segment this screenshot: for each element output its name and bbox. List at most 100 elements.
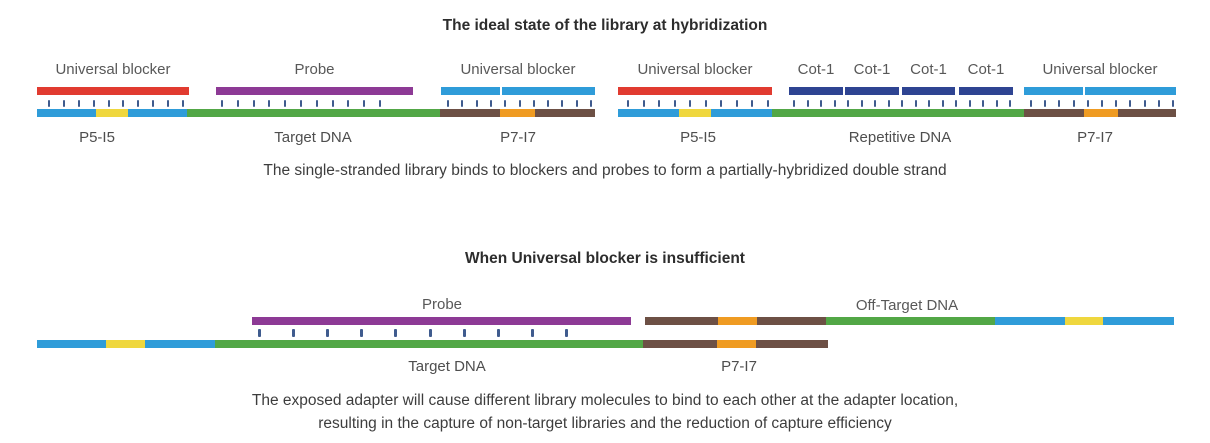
hybridization-tick [847, 100, 849, 107]
hybridization-tick [1157, 100, 1160, 107]
off-target-dna-label: Off-Target DNA [855, 297, 959, 314]
cot-1-label: Cot-1 [910, 61, 947, 78]
p5-i5-label: P5-I5 [680, 129, 716, 146]
hybridization-tick [1129, 100, 1132, 107]
off-target-strand-segment-brown [645, 317, 718, 325]
p7-i7-label: P7-I7 [500, 129, 536, 146]
hybridization-tick [532, 100, 535, 107]
target-strand-segment-green [215, 340, 643, 348]
probe-bar [252, 317, 631, 325]
hybridization-tick [360, 329, 364, 337]
hybridization-tick [547, 100, 550, 107]
hybridization-tick [968, 100, 971, 107]
hybridization-tick [1086, 100, 1089, 107]
hybridization-tick [363, 100, 366, 107]
hybridization-tick [793, 100, 795, 107]
hybridization-tick [394, 329, 398, 337]
section2-caption-line2: resulting in the capture of non-target l… [318, 415, 892, 432]
hybridization-tick [928, 100, 930, 107]
target-strand-segment-brown [643, 340, 717, 348]
off-target-strand-segment-orange [718, 317, 757, 325]
off-target-strand-segment-blue [1103, 317, 1174, 325]
hybridization-tick [874, 100, 876, 107]
universal-blocker-label: Universal blocker [637, 61, 753, 78]
probe-label: Probe [421, 296, 463, 313]
cot-1-label: Cot-1 [853, 61, 891, 78]
hybridization-tick [901, 100, 903, 107]
target-dna-label: Target DNA [274, 129, 352, 146]
hybridization-tick [462, 329, 466, 337]
strand-segment-blue [618, 109, 679, 117]
hybridization-tick [1115, 100, 1118, 107]
section2-caption-line1: The exposed adapter will cause different… [251, 392, 959, 409]
cot1-bar [902, 87, 955, 95]
probe-label: Probe [294, 61, 335, 78]
hybridization-tick [504, 100, 507, 107]
hybridization-tick [1072, 100, 1075, 107]
strand-segment-blue [37, 109, 96, 117]
hybridization-tick [735, 100, 738, 107]
off-target-strand-segment-green [826, 317, 995, 325]
repetitive-dna-label: Repetitive DNA [848, 129, 952, 146]
strand-segment-yellow [96, 109, 128, 117]
hybridization-tick [720, 100, 723, 107]
cot1-bar [789, 87, 843, 95]
universal-blocker-bar [1085, 87, 1176, 95]
hybridization-tick [92, 100, 95, 107]
universal-blocker-label: Universal blocker [55, 61, 171, 78]
hybridization-tick [379, 100, 381, 107]
target-strand-segment-orange [717, 340, 756, 348]
target-strand-segment-brown [756, 340, 828, 348]
universal-blocker-bar [618, 87, 772, 95]
cot-1-label: Cot-1 [967, 61, 1005, 78]
off-target-strand-segment-blue [995, 317, 1065, 325]
hybridization-tick [331, 100, 334, 107]
p7-i7-label: P7-I7 [721, 358, 757, 375]
hybridization-tick [941, 100, 944, 107]
cot-1-label: Cot-1 [797, 61, 835, 78]
universal-blocker-bar [37, 87, 189, 95]
hybridization-tick [252, 100, 255, 107]
hybridization-tick [1101, 100, 1103, 107]
hybridization-tick [48, 100, 50, 107]
hybridization-tick [751, 100, 754, 107]
hybridization-tick [820, 100, 822, 107]
hybridization-tick [704, 100, 707, 107]
hybridization-tick [1044, 100, 1047, 107]
hybridization-tick [1009, 100, 1011, 107]
probe-bar [216, 87, 413, 95]
hybridization-tick [447, 100, 449, 107]
strand-segment-orange [1084, 109, 1118, 117]
off-target-strand-segment-brown [757, 317, 826, 325]
hybridization-tick [860, 100, 863, 107]
hybridization-tick [489, 100, 492, 107]
hybridization-tick [300, 100, 302, 107]
hybridization-tick [62, 100, 65, 107]
cot1-bar [845, 87, 899, 95]
off-target-strand-segment-yellow [1065, 317, 1103, 325]
hybridization-tick [565, 329, 568, 337]
hybridization-tick [347, 100, 350, 107]
strand-segment-green [187, 109, 440, 117]
strand-segment-blue [128, 109, 187, 117]
target-strand-segment-blue [37, 340, 106, 348]
hybridization-tick [887, 100, 890, 107]
hybridization-tick [590, 100, 592, 107]
section1-title: The ideal state of the library at hybrid… [442, 17, 768, 34]
hybridization-tick [561, 100, 564, 107]
hybridization-tick [284, 100, 287, 107]
hybridization-tick [642, 100, 645, 107]
hybridization-tick [1030, 100, 1032, 107]
universal-blocker-label: Universal blocker [460, 61, 576, 78]
hybridization-tick [167, 100, 170, 107]
hybridization-tick [1172, 100, 1174, 107]
hybridization-tick [955, 100, 957, 107]
hybridization-tick [461, 100, 464, 107]
hybridization-tick [982, 100, 984, 107]
hybridization-tick [496, 329, 500, 337]
hybridization-tick [530, 329, 534, 337]
hybridization-tick [475, 100, 478, 107]
